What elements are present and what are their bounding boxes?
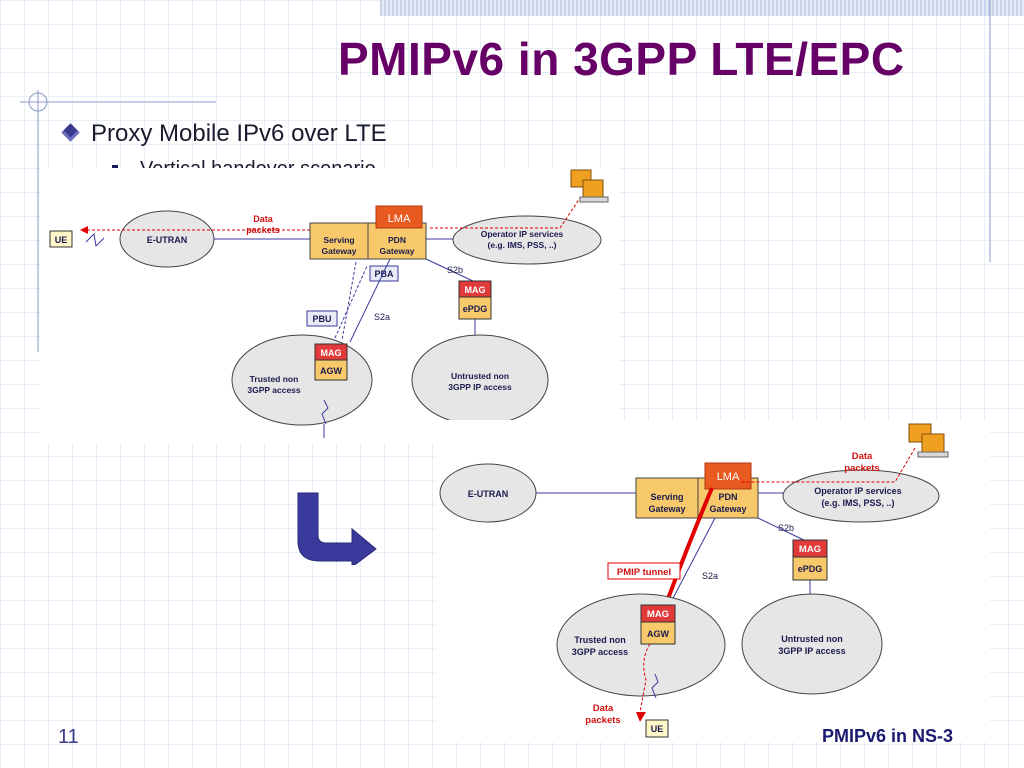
bullet-proxy-mobile: Proxy Mobile IPv6 over LTE <box>61 120 387 148</box>
top-agw-box <box>314 359 348 381</box>
bottom-ue-box <box>645 719 669 738</box>
top-decor-bar <box>380 0 1024 16</box>
bottom-pdn-label-1: PDN <box>718 492 737 502</box>
bottom-serving-label-1: Serving <box>650 492 683 502</box>
top-serving-label-1: Serving <box>323 235 354 245</box>
top-serving-gateway <box>309 222 369 260</box>
top-s2b-label: S2b <box>447 265 463 275</box>
page-number: 11 <box>58 726 79 748</box>
top-serving-label-2: Gateway <box>322 246 357 256</box>
bottom-s2a-label: S2a <box>702 571 718 581</box>
top-epdg-label: ePDG <box>463 304 488 314</box>
top-operator-label-1: Operator IP services <box>481 229 564 239</box>
bottom-serving-label-2: Gateway <box>648 504 685 514</box>
top-lma-label: LMA <box>388 213 411 225</box>
top-epdg-mag-label: MAG <box>465 285 486 295</box>
top-trusted-label-1: Trusted non <box>250 374 299 384</box>
bullet-proxy-mobile-text: Proxy Mobile IPv6 over LTE <box>91 120 387 147</box>
bottom-lma-box <box>704 462 752 490</box>
top-untrusted-label-2: 3GPP IP access <box>448 382 512 392</box>
handover-arrow-icon <box>297 492 377 565</box>
bottom-operator-label-2: (e.g. IMS, PSS, ..) <box>821 498 894 508</box>
bottom-trusted-ellipse <box>556 593 726 697</box>
top-pdn-label-2: Gateway <box>380 246 415 256</box>
bottom-pmip-tunnel-box <box>607 562 681 580</box>
top-pbu-arrow <box>334 265 368 339</box>
bottom-epdg-mag-label: MAG <box>799 544 821 555</box>
top-radio-link <box>85 232 105 248</box>
bottom-pmip-tunnel-label: PMIP tunnel <box>617 567 671 578</box>
bottom-agw-label: AGW <box>647 629 670 639</box>
top-trusted-label-2: 3GPP access <box>247 385 301 395</box>
bottom-operator-ellipse <box>782 469 940 523</box>
top-eutran-label: E-UTRAN <box>147 235 188 245</box>
top-pbu-box <box>306 310 338 327</box>
bottom-agw-mag-label: MAG <box>647 609 669 620</box>
bottom-untrusted-label-2: 3GPP IP access <box>778 646 845 656</box>
bottom-agw-box <box>640 621 676 645</box>
bottom-serving-gateway <box>635 477 699 519</box>
slide-title: PMIPv6 in 3GPP LTE/EPC <box>338 33 905 85</box>
top-data-label-1: Data <box>253 214 274 224</box>
bottom-pmip-tunnel-arrow <box>664 487 714 605</box>
diagram-bottom: E-UTRAN Serving Gateway PDN Gateway LMA … <box>436 420 990 742</box>
bottom-lma-label: LMA <box>717 471 740 483</box>
top-pdn-gateway <box>367 222 427 260</box>
bottom-epdg-label: ePDG <box>798 564 823 574</box>
bottom-s2b-label: S2b <box>778 523 794 533</box>
bottom-data-label-down-2: packets <box>585 715 620 726</box>
top-pbu-label: PBU <box>312 314 331 324</box>
bottom-trusted-label-2: 3GPP access <box>572 647 628 657</box>
bottom-computer-icon <box>908 423 949 458</box>
bottom-data-path-down <box>639 643 651 713</box>
diagram-top: UE E-UTRAN Data packets Serving Gateway … <box>40 168 620 443</box>
top-computer-icon <box>570 169 609 203</box>
bottom-operator-label-1: Operator IP services <box>814 486 901 496</box>
top-ue-box <box>49 230 73 248</box>
top-pba-box <box>369 265 399 282</box>
top-pdn-label-1: PDN <box>388 235 406 245</box>
bottom-untrusted-label-1: Untrusted non <box>781 634 843 644</box>
bottom-data-label-top-2: packets <box>844 463 879 474</box>
top-agw-mag-label: MAG <box>321 348 342 358</box>
bottom-trusted-label-1: Trusted non <box>574 635 626 645</box>
top-pba-arrow <box>341 261 357 341</box>
bottom-pdn-label-2: Gateway <box>709 504 746 514</box>
top-untrusted-label-1: Untrusted non <box>451 371 509 381</box>
bottom-untrusted-ellipse <box>741 593 883 695</box>
top-pba-label: PBA <box>374 269 394 279</box>
top-data-label-2: packets <box>246 225 280 235</box>
bottom-eutran-label: E-UTRAN <box>468 489 509 499</box>
footer-title: PMIPv6 in NS-3 <box>822 726 954 746</box>
bottom-data-label-down-1: Data <box>593 703 614 714</box>
top-ue-label: UE <box>55 235 68 245</box>
top-agw-label: AGW <box>320 366 343 376</box>
top-lma-box <box>375 205 423 229</box>
bottom-data-path-top <box>740 447 916 483</box>
top-s2a-label: S2a <box>374 312 390 322</box>
top-operator-label-2: (e.g. IMS, PSS, ..) <box>488 240 557 250</box>
diamond-bullet-icon <box>61 123 80 142</box>
bottom-ue-label: UE <box>651 724 664 734</box>
bottom-data-label-top-1: Data <box>852 451 873 462</box>
